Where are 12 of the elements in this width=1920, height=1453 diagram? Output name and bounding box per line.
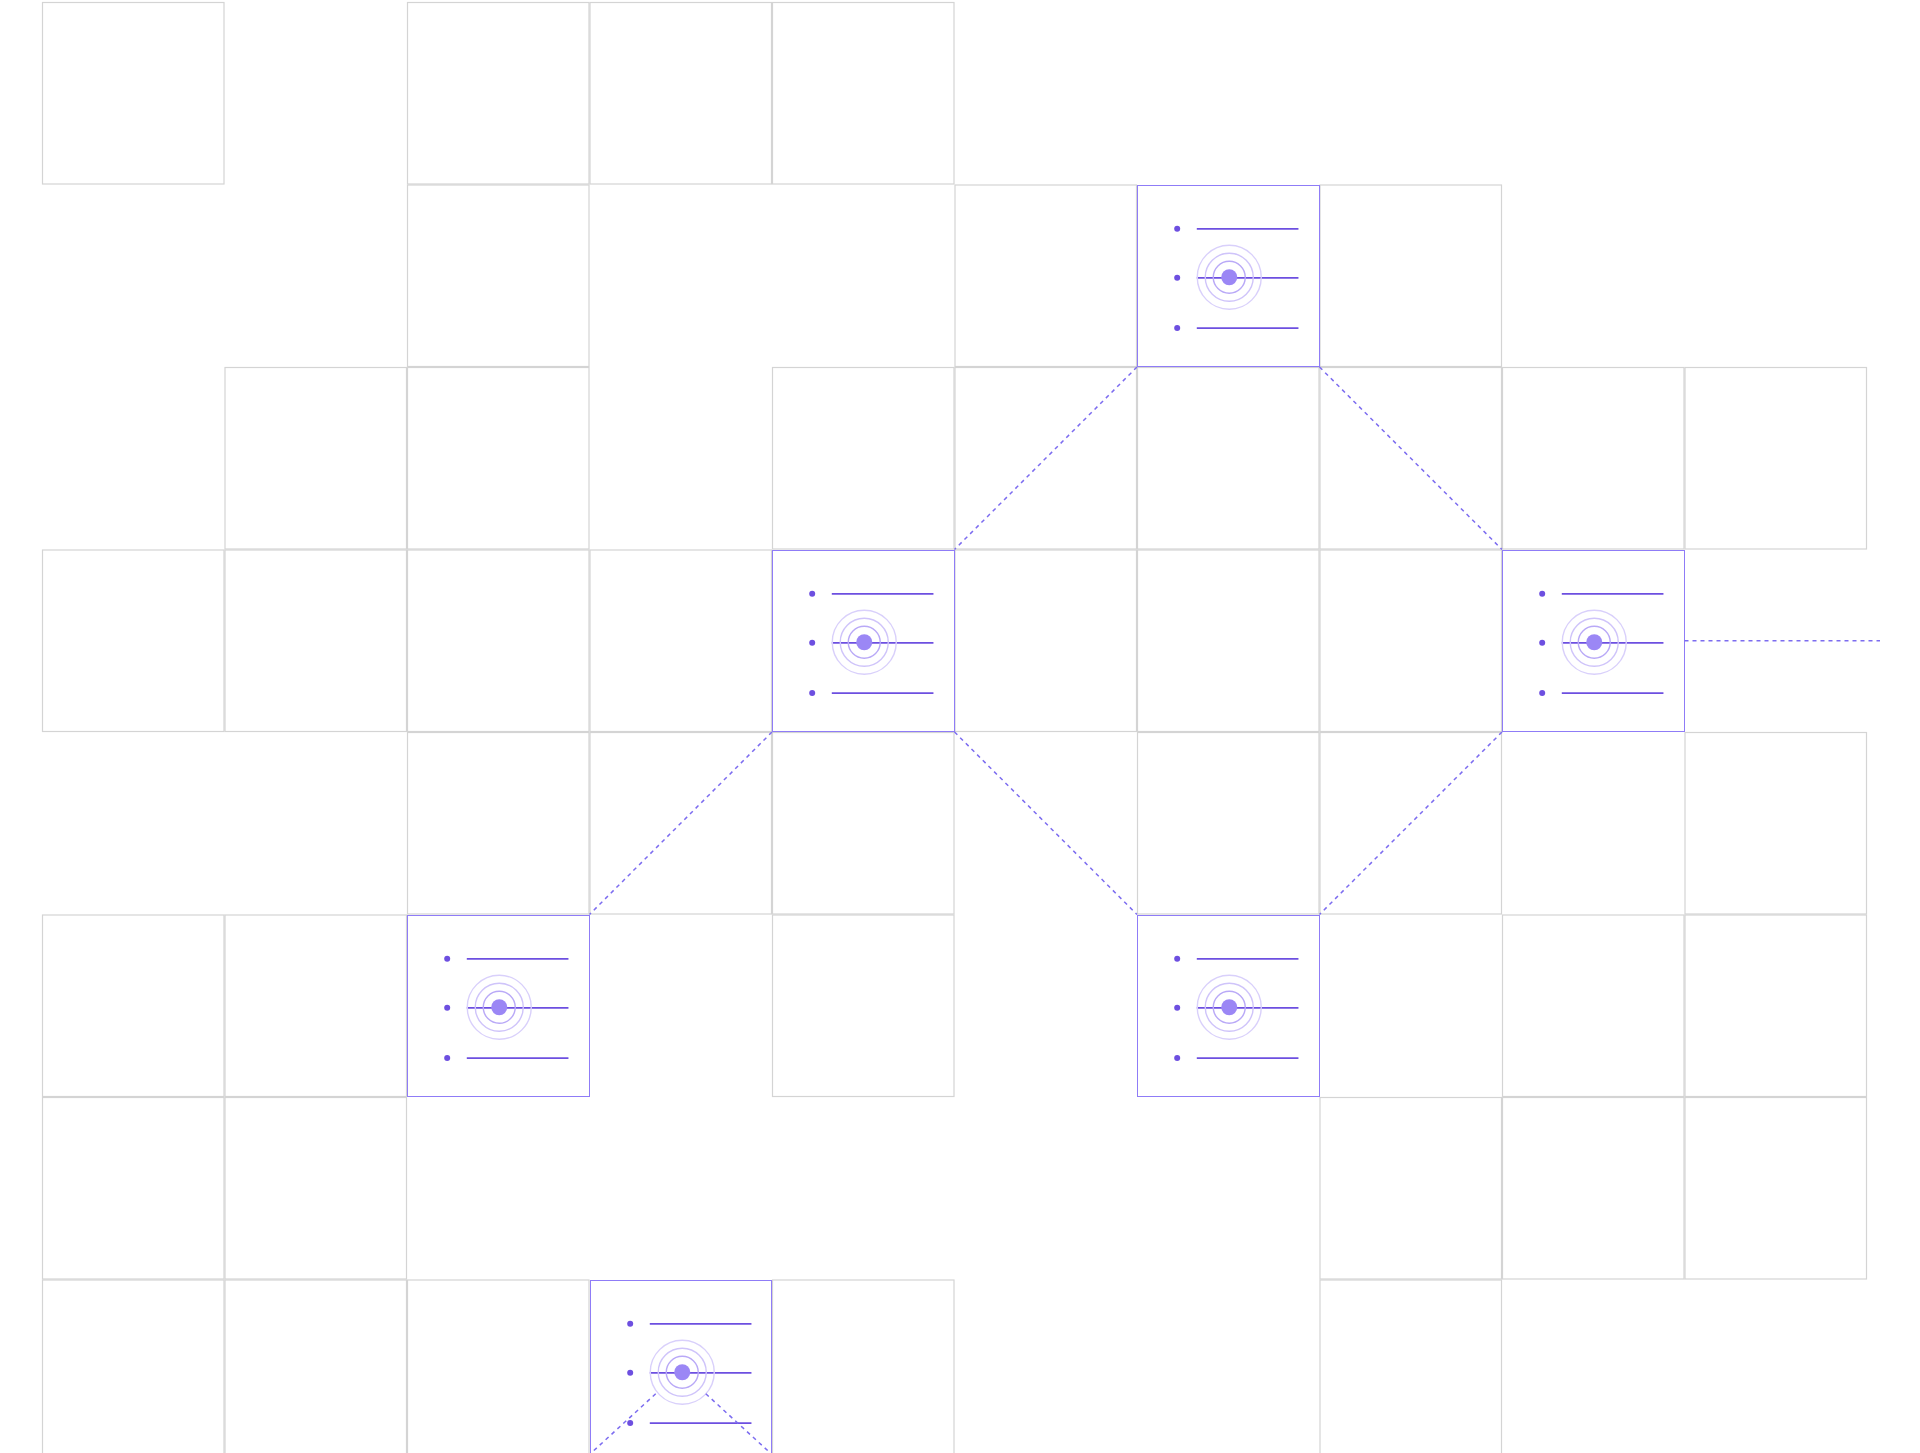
dashed-connector [953,731,1138,916]
dashed-connector [1683,640,1881,642]
dashed-connector [588,731,773,916]
node-box [1137,184,1320,367]
node-box [589,1279,772,1453]
node-box [1137,914,1320,1097]
dashed-connector [953,366,1138,551]
node-box [1502,549,1685,732]
dashed-connector [1318,366,1503,551]
node-box [772,549,955,732]
node-box [407,914,590,1097]
dashed-connector [1318,731,1503,916]
